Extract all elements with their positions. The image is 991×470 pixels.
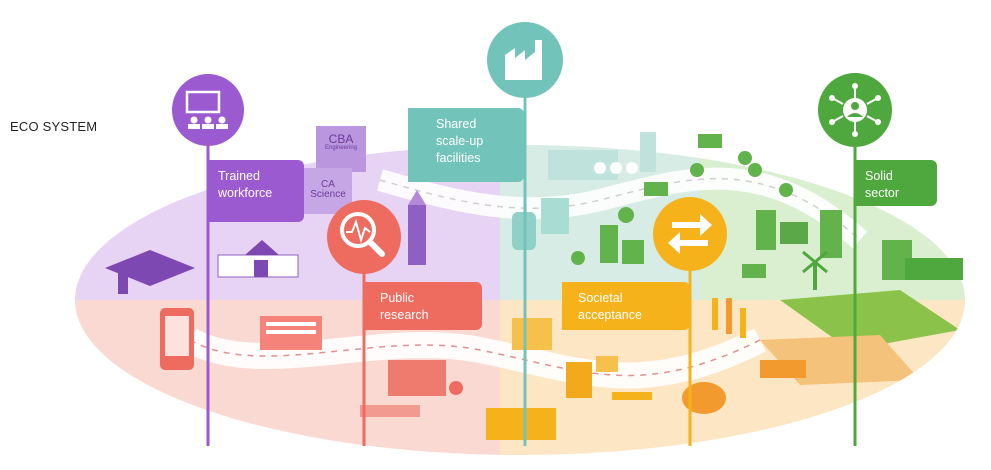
pillar-badges (172, 22, 892, 274)
house-icon (566, 362, 592, 398)
network-person-icon (829, 83, 881, 137)
coin-icon (748, 163, 762, 177)
decorations (105, 132, 963, 440)
book-ca-subtitle: Science (310, 189, 346, 200)
book-ca-label: CA Science (306, 180, 350, 200)
page-title: ECO SYSTEM (10, 119, 98, 134)
map-pin-icon (690, 163, 704, 177)
table-icon (612, 392, 652, 400)
shopping-cart-icon (596, 356, 618, 372)
book-cba-subtitle: Engineering (324, 145, 358, 151)
fork-icon (712, 298, 718, 330)
flag-public-research: Public research (364, 282, 482, 330)
flag-solid-sector: Solid sector (855, 160, 937, 206)
pencil-icon (408, 205, 426, 265)
spoon-icon (740, 308, 746, 338)
farm-shed-icon (760, 360, 806, 378)
map-pin-icon (779, 183, 793, 197)
book-cba-label: CBA Engineering (318, 132, 364, 152)
acceptance-badge (653, 197, 727, 271)
barn-icon (905, 258, 963, 280)
book-ca-title: CA (321, 179, 335, 190)
flag-icon (742, 264, 766, 278)
flag-societal-acceptance: Societal acceptance (562, 282, 690, 330)
factory-icon (505, 40, 542, 80)
magnifier-icon (340, 212, 385, 257)
burger-icon (682, 382, 726, 414)
flag-shared-scale-up-facilities: Shared scale-up facilities (408, 108, 524, 182)
classroom-icon (185, 90, 228, 129)
workforce-badge (172, 74, 244, 146)
map-pin-icon (571, 251, 585, 265)
flag-trained-workforce: Trained workforce (208, 160, 304, 222)
knife-icon (726, 298, 732, 334)
shop-icon (512, 318, 552, 350)
coin-icon (618, 207, 634, 223)
factory-building-icon (548, 150, 618, 180)
exchange-arrows-icon (668, 214, 712, 254)
flag-icon (698, 134, 722, 148)
research-badge (327, 200, 401, 274)
school-icon (245, 240, 279, 255)
flag-icon (644, 182, 668, 196)
city-building-icon (600, 225, 618, 263)
bowl-icon (486, 408, 556, 440)
book-cba-title: CBA (328, 132, 354, 146)
book-cba (316, 126, 366, 172)
coin-icon (738, 151, 752, 165)
presentation-board-icon (388, 360, 446, 396)
